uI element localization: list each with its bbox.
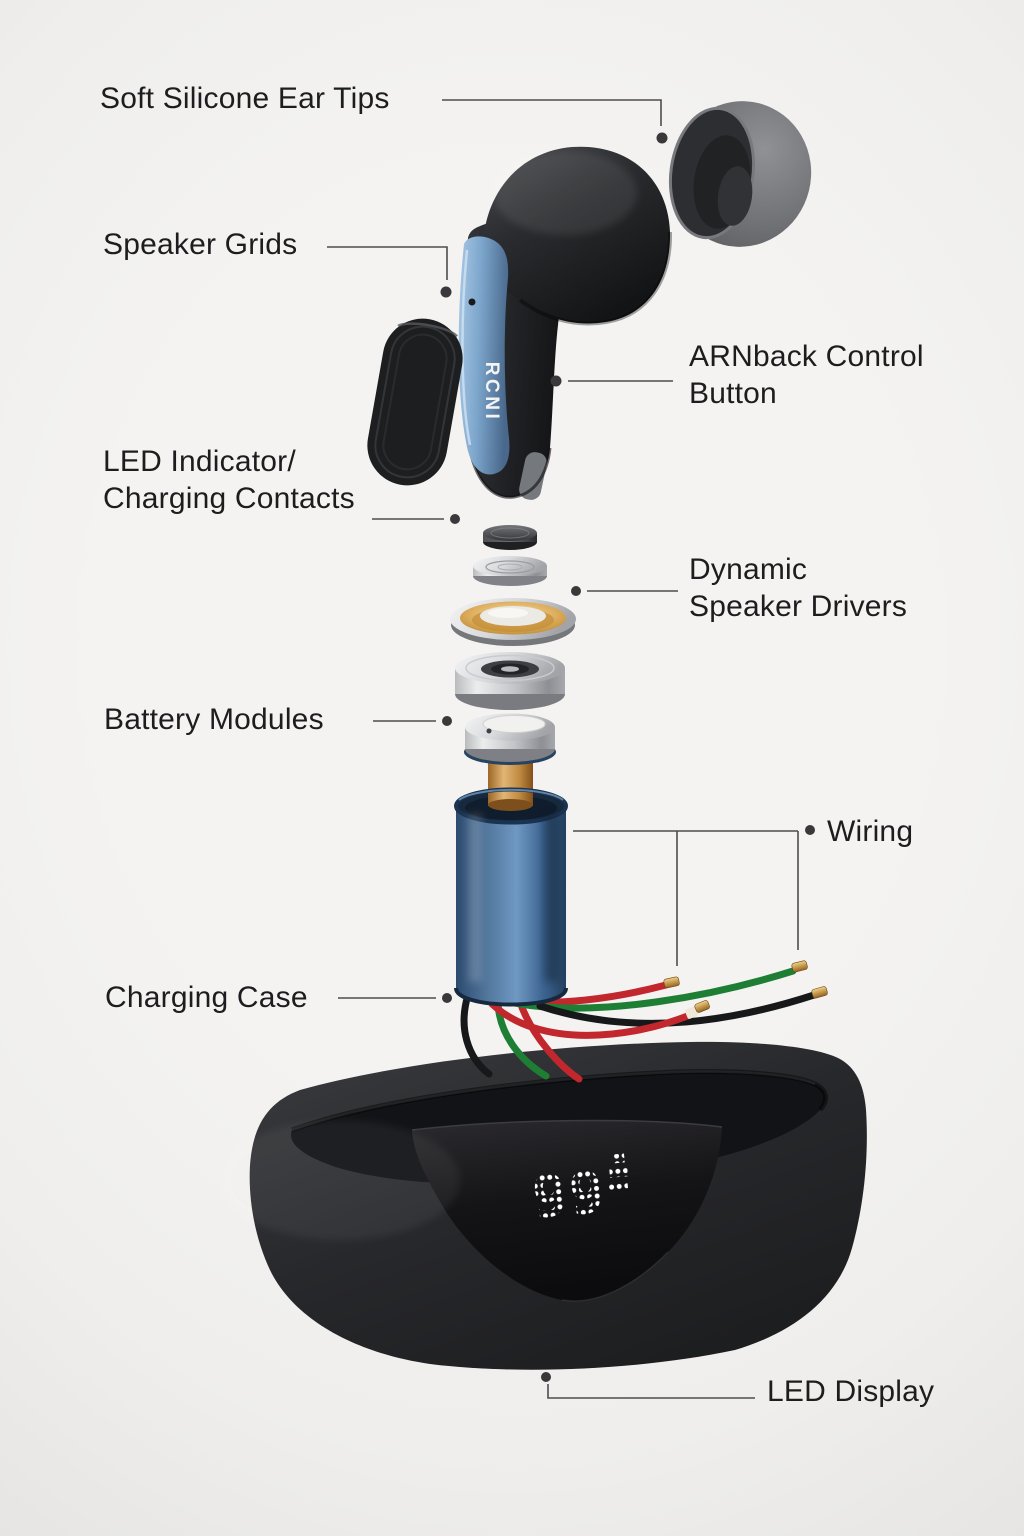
callout-label: Speaker Drivers — [689, 590, 908, 623]
callout-wiring: Wiring — [827, 813, 913, 850]
silicone-ear-tip — [668, 101, 812, 247]
callout-label: Charging Case — [105, 981, 308, 1014]
battery-icon — [608, 1153, 629, 1192]
callout-battery-modules: Battery Modules — [104, 701, 324, 738]
magnet-module — [455, 652, 565, 710]
led-display-panel — [412, 1120, 722, 1302]
wire-terminals — [663, 960, 828, 1019]
mic-hole — [468, 298, 476, 306]
brand-logo-text: RCNI — [481, 362, 502, 422]
battery-housing-cylinder — [454, 744, 568, 1007]
callout-ear-tips: Soft Silicone Ear Tips — [100, 80, 390, 117]
charging-contact-disc — [483, 525, 537, 550]
charging-case: 99 — [220, 1041, 867, 1370]
callout-label: LED Display — [767, 1375, 935, 1408]
leader-ear-tips — [442, 99, 662, 126]
battery-module — [464, 713, 556, 765]
callout-label: Battery Modules — [104, 703, 324, 736]
battery-percentage: 99 — [529, 1157, 608, 1231]
callout-charging-case: Charging Case — [105, 979, 308, 1016]
dynamic-speaker-driver — [450, 598, 576, 646]
wire-black — [536, 991, 818, 1027]
callout-label: Soft Silicone Ear Tips — [100, 82, 390, 115]
callout-label: ARNback Control — [689, 340, 924, 373]
speaker-grille-disc — [473, 556, 547, 586]
callout-label: Speaker Grids — [103, 228, 298, 261]
wire-red-sleeved — [488, 1000, 694, 1039]
led-display: 99 — [529, 1153, 629, 1231]
callout-label: Charging Contacts — [103, 482, 355, 515]
leader-speaker-grids — [327, 246, 448, 280]
leader-dots — [440, 132, 815, 1382]
wire-black-drop — [460, 991, 493, 1078]
earbud: RCNI — [458, 146, 673, 500]
wire-red-drop — [516, 998, 583, 1083]
leader-wiring — [573, 830, 799, 966]
leader-led-display — [547, 1384, 755, 1399]
component-stack — [450, 525, 576, 765]
callout-label: Dynamic — [689, 553, 808, 586]
callout-led-display: LED Display — [767, 1373, 934, 1410]
callout-led-indicator: LED Indicator/Charging Contacts — [103, 443, 355, 517]
callout-label: Wiring — [827, 815, 914, 848]
callout-label: LED Indicator/ — [103, 445, 296, 478]
earbud-blue-panel — [458, 236, 510, 475]
charging-contact-tip — [519, 452, 547, 500]
callout-speaker-grids: Speaker Grids — [103, 226, 297, 263]
callout-label: Button — [689, 377, 777, 410]
earbud-back-capsule — [367, 318, 463, 486]
leader-lines — [327, 99, 799, 1399]
